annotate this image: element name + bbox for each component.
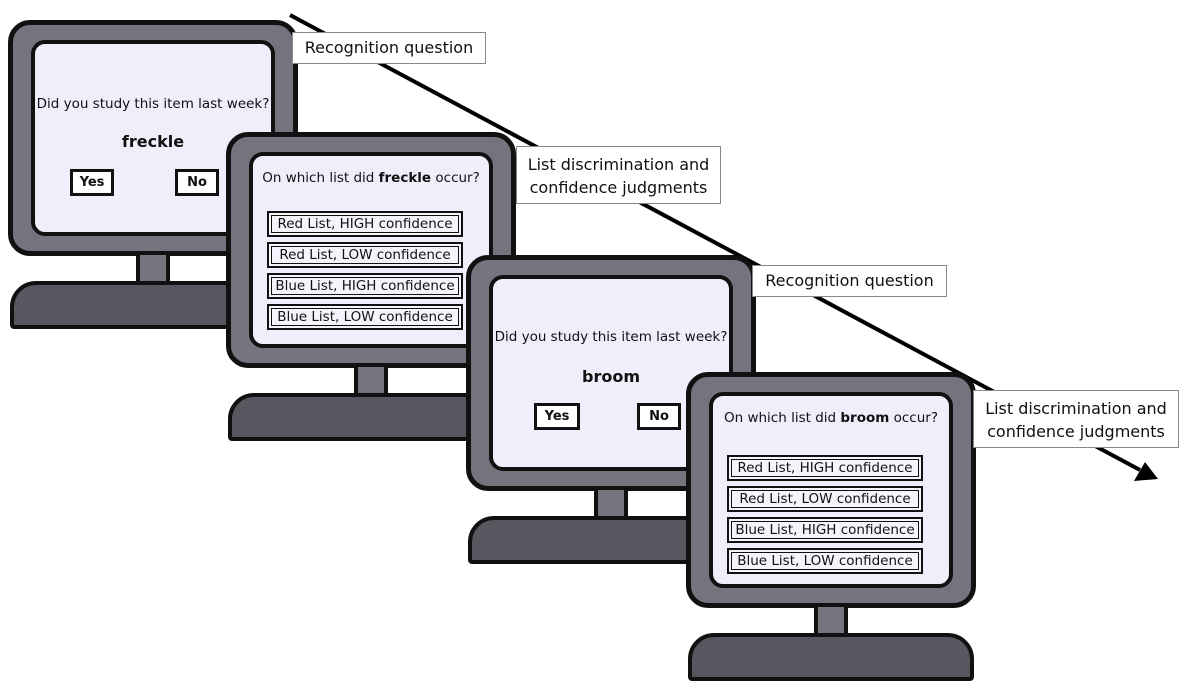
screen-list-discrimination-2: On which list did broom occur? Red List,… [709,392,953,588]
label-list-discrimination-2: List discrimination and confidence judgm… [973,390,1179,448]
label-recognition-question-2: Recognition question [752,265,947,297]
label-list-discrimination-1: List discrimination and confidence judgm… [516,146,721,204]
option-blue-low[interactable]: Blue List, LOW confidence [727,548,923,574]
label-recognition-question-1: Recognition question [292,32,486,64]
recognition-question-text: Did you study this item last week? [494,329,728,345]
option-red-low[interactable]: Red List, LOW confidence [267,242,463,268]
monitor-base [688,633,974,681]
label-line-2: confidence judgments [529,178,708,197]
list-question-word: broom [840,410,890,426]
label-line-1: List discrimination and [985,399,1167,418]
monitor-neck [136,251,170,286]
screen-list-discrimination-1: On which list did freckle occur? Red Lis… [249,152,493,348]
monitor-bezel: On which list did freckle occur? Red Lis… [226,132,516,368]
study-item-word: broom [582,367,640,386]
option-blue-high[interactable]: Blue List, HIGH confidence [727,517,923,543]
option-red-low[interactable]: Red List, LOW confidence [727,486,923,512]
option-red-high[interactable]: Red List, HIGH confidence [267,211,463,237]
no-button[interactable]: No [175,169,219,196]
option-blue-low[interactable]: Blue List, LOW confidence [267,304,463,330]
study-item-word: freckle [121,132,185,151]
option-red-high[interactable]: Red List, HIGH confidence [727,455,923,481]
list-question-word: freckle [378,170,432,186]
monitor-bezel: On which list did broom occur? Red List,… [686,372,976,608]
monitor-list-discrimination-2: On which list did broom occur? Red List,… [686,372,976,682]
no-button[interactable]: No [637,403,681,430]
list-question-text: On which list did broom occur? [723,410,938,426]
recognition-question-text: Did you study this item last week? [36,96,270,112]
monitor-list-discrimination-1: On which list did freckle occur? Red Lis… [226,132,516,442]
label-line-1: List discrimination and [527,155,710,174]
list-question-text: On which list did freckle occur? [262,170,480,186]
yes-button[interactable]: Yes [534,403,580,430]
yes-button[interactable]: Yes [70,169,114,196]
option-blue-high[interactable]: Blue List, HIGH confidence [267,273,463,299]
label-line-2: confidence judgments [987,422,1165,441]
monitor-neck [354,363,388,398]
